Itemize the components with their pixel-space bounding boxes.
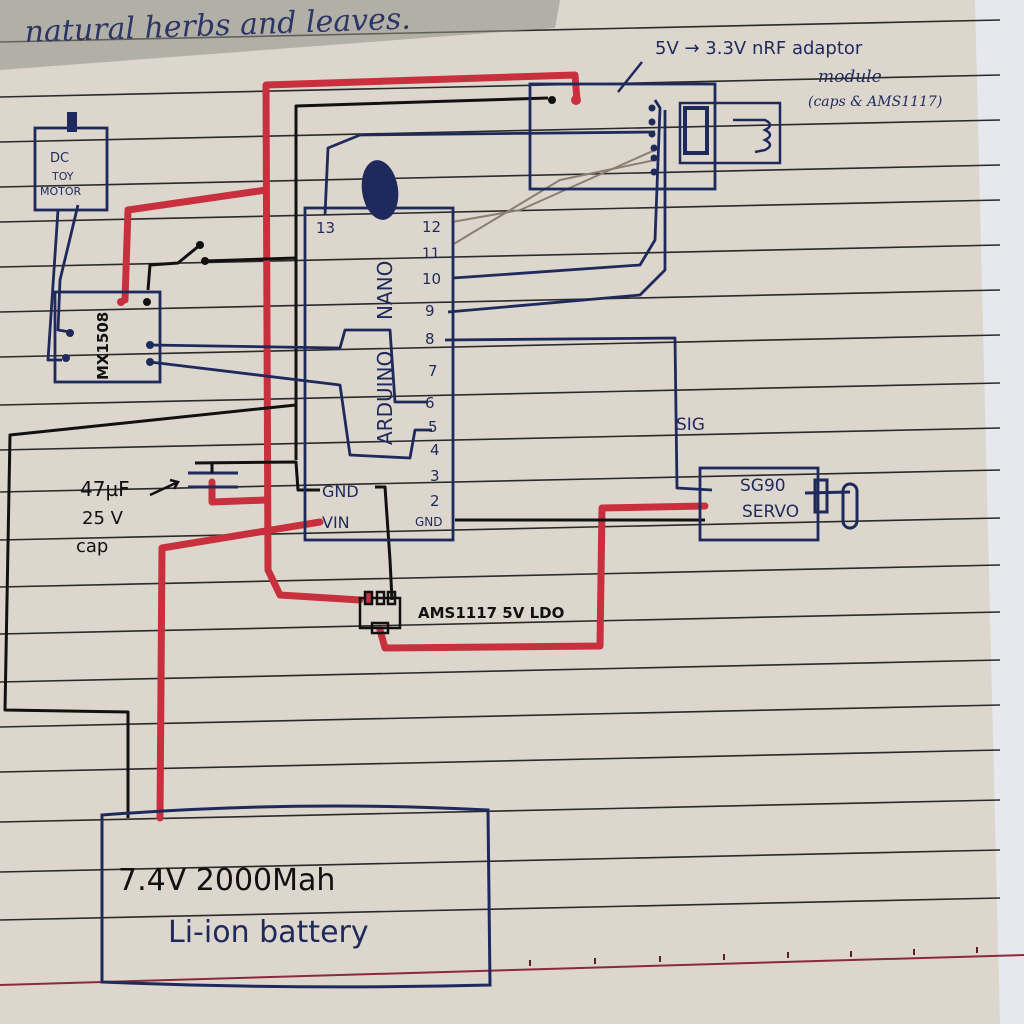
usb-port-scribble: [361, 160, 399, 220]
wire-motor-a: [46, 209, 62, 362]
margin-ticks: [529, 947, 978, 966]
servo-horn-icon: [804, 478, 859, 530]
pin-8: 8: [425, 330, 435, 348]
wire-mx-in2: [149, 360, 432, 460]
ruled-line: [0, 799, 1001, 823]
ruled-line: [0, 382, 1001, 406]
ruled-line: [0, 164, 1001, 188]
servo-label-1: SG90: [740, 476, 786, 496]
ruled-line: [0, 897, 1001, 921]
pin-13: 13: [316, 219, 335, 237]
pin-2: 2: [430, 492, 440, 510]
wire-cap-positive: [208, 478, 270, 506]
nrf-label-2: module: [818, 67, 882, 87]
motor-label-2: TOY: [51, 170, 74, 183]
pin-gnd-left: GND: [322, 482, 359, 501]
driver-label: MX1508: [94, 312, 112, 380]
ruled-line: [0, 704, 1001, 728]
background-sheet: [975, 0, 1024, 1024]
ruled-line: [0, 611, 1001, 635]
pencil-shading: [0, 0, 560, 70]
wire-vin: [156, 518, 324, 822]
ruled-lines: [0, 19, 1001, 921]
arrow-icon: [149, 478, 180, 497]
margin-line: [0, 954, 1024, 986]
li-ion-battery: 7.4V 2000Mah Li-ion battery: [100, 804, 492, 989]
wire-cap-gnd: [194, 460, 320, 492]
nrf-adaptor-module: 5V → 3.3V nRF adaptor module (caps & AMS…: [528, 38, 942, 191]
wire-d10-nrf: [452, 99, 662, 280]
pin-5: 5: [428, 418, 438, 436]
wire-ldo-output: [376, 502, 709, 652]
mx1508-driver: MX1508: [53, 290, 162, 384]
wire-motor-b: [56, 204, 80, 334]
wire-5v-to-nrf: [262, 71, 581, 574]
pin-9: 9: [425, 302, 435, 320]
motor-shaft-icon: [67, 112, 77, 132]
wire-switch-arm: [146, 243, 201, 291]
battery-label-1: 7.4V 2000Mah: [118, 863, 335, 898]
nrf-label-1: 5V → 3.3V nRF adaptor: [655, 38, 863, 59]
wire-gnd-bus: [3, 403, 297, 818]
arduino-nano: NANO ARDUINO 13 GND VIN 12 11 10 9 8 7 6…: [303, 160, 455, 542]
ldo-label: AMS1117 5V LDO: [418, 604, 564, 622]
wire-ldo-input: [264, 566, 364, 604]
ruled-line: [0, 517, 1001, 541]
red-power-wires: [121, 71, 709, 822]
ruled-line: [0, 564, 1001, 588]
pin-4: 4: [430, 441, 440, 459]
pin-vin: VIN: [322, 513, 350, 532]
pin-3: 3: [430, 467, 440, 485]
capacitor-47uf: 47µF 25 V cap: [76, 463, 238, 557]
ruled-line: [0, 427, 1001, 451]
ams1117-ldo: [358, 590, 402, 635]
pin-10: 10: [422, 270, 441, 288]
motor-label-3: MOTOR: [40, 185, 82, 198]
ruled-line: [0, 74, 1001, 98]
ruled-line: [0, 334, 1001, 358]
wire-d13-nrf: [323, 130, 656, 216]
pin-7: 7: [428, 362, 438, 380]
wire-gnd-nrf: [294, 96, 549, 460]
wire-5v-to-mx1508: [121, 186, 270, 304]
cap-label-1: 47µF: [80, 477, 130, 501]
servo-signal-label: SIG: [676, 415, 705, 435]
switch-contact: [201, 257, 209, 265]
wire-d8-servo: [444, 336, 713, 492]
pin-11: 11: [422, 246, 440, 262]
cap-label-3: cap: [76, 536, 108, 557]
wire-nano-gnd-ldo: [375, 485, 394, 601]
cap-label-2: 25 V: [82, 508, 124, 529]
servo-label-2: SERVO: [742, 502, 799, 522]
nrf-radio-icon: [678, 101, 782, 165]
ruled-line: [0, 289, 1001, 313]
wire-d11-nrf: [451, 159, 656, 246]
battery-label-2: Li-ion battery: [168, 915, 369, 950]
wire-mx-in1: [149, 328, 428, 404]
switch-pivot: [196, 241, 204, 249]
nrf-label-3: (caps & AMS1117): [808, 94, 942, 110]
wire-switch: [204, 256, 297, 263]
gray-wires: [451, 149, 656, 246]
ruled-line: [0, 849, 1001, 873]
pin-6: 6: [425, 394, 435, 412]
ruled-line: [0, 199, 1001, 223]
ruled-line: [0, 119, 1001, 143]
sg90-servo: SG90 SERVO SIG: [676, 415, 859, 542]
motor-label-1: DC: [50, 151, 69, 166]
pin-12: 12: [422, 218, 441, 236]
pin-gnd-right: GND: [415, 515, 443, 529]
nano-label: NANO: [373, 261, 397, 320]
arduino-label: ARDUINO: [373, 351, 397, 445]
ruled-line: [0, 749, 1001, 773]
ruled-line: [0, 659, 1001, 683]
dc-toy-motor: DC TOY MOTOR: [33, 112, 109, 212]
black-wires: [3, 96, 705, 818]
